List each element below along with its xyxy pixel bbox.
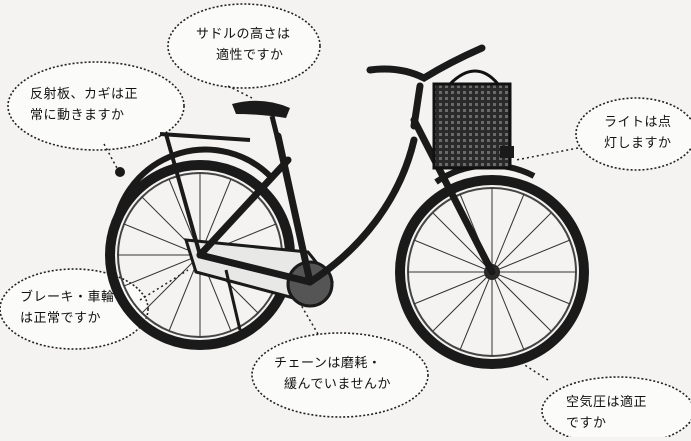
chain-callout-text: チェーンは磨耗・ 緩んでいませんか	[274, 353, 391, 395]
tire-callout-line2: ですか	[566, 416, 607, 431]
light-callout-line1: ライトは点	[604, 115, 672, 130]
handlebar	[366, 44, 486, 130]
chain-callout-line1: チェーンは磨耗・	[274, 356, 382, 371]
light-callout-line2: 灯しますか	[604, 136, 672, 151]
saddle-callout-line2: 適性ですか	[216, 48, 284, 63]
rear-carrier	[159, 132, 251, 256]
brake-callout-bubble	[0, 268, 149, 350]
chain-callout-line2: 緩んでいませんか	[284, 377, 391, 392]
chain-callout-bubble	[251, 332, 429, 418]
reflector-callout-line2: 常に動きますか	[30, 108, 125, 123]
saddle	[232, 100, 290, 118]
light-callout-text: ライトは点 灯しますか	[604, 112, 672, 154]
brake-callout-line1: ブレーキ・車輪	[20, 290, 115, 305]
frame	[196, 116, 496, 286]
reflector-callout-text: 反射板、カギは正 常に動きますか	[30, 84, 138, 126]
light-callout-bubble	[575, 97, 691, 171]
tire-callout-bubble	[541, 376, 691, 441]
saddle-callout-line1: サドルの高さは	[196, 27, 291, 42]
saddle-callout-text: サドルの高さは 適性ですか	[196, 24, 291, 66]
rear-fender	[113, 146, 273, 221]
tire-callout-text: 空気圧は適正 ですか	[566, 392, 647, 434]
brake-callout-text: ブレーキ・車輪 は正常ですか	[20, 287, 115, 329]
saddle-callout-bubble	[167, 3, 321, 89]
brake-callout-line2: は正常ですか	[20, 311, 102, 326]
reflector	[115, 167, 125, 177]
kickstand	[224, 269, 242, 331]
tire-callout-line1: 空気圧は適正	[566, 395, 648, 410]
headlight	[500, 146, 514, 158]
callout-pointers	[103, 85, 579, 381]
reflector-callout-bubble	[7, 61, 185, 151]
reflector-callout-line1: 反射板、カギは正	[30, 87, 139, 102]
front-basket	[432, 82, 512, 170]
